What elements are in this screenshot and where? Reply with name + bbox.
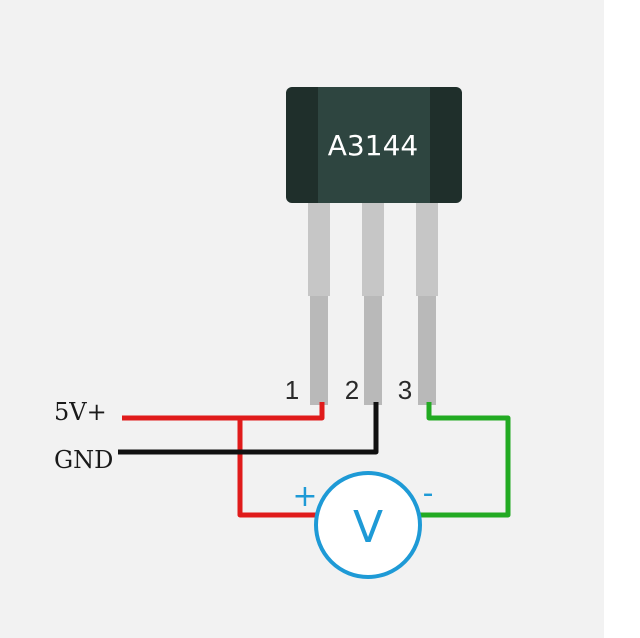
sensor-chip: A3144 <box>286 87 462 203</box>
wire-gnd <box>118 402 379 455</box>
voltmeter-minus-sign: - <box>423 476 434 511</box>
voltmeter-plus-sign: + <box>292 479 317 514</box>
pin-number-3: 3 <box>398 375 412 405</box>
pin-2-shoulder <box>362 200 384 296</box>
sensor-pins <box>308 200 438 405</box>
wires <box>118 402 511 518</box>
voltmeter: V + - <box>292 471 434 579</box>
chip-label: A3144 <box>328 129 418 162</box>
vcc-label: 5V+ <box>54 398 107 426</box>
chip-face <box>318 87 430 203</box>
wire-5v <box>122 402 325 421</box>
gnd-label: GND <box>54 446 113 474</box>
pin-1-shoulder <box>308 200 330 296</box>
pin-3-shoulder <box>416 200 438 296</box>
wire-output <box>420 402 511 518</box>
voltmeter-symbol: V <box>353 502 383 553</box>
pin-number-1: 1 <box>285 375 299 405</box>
pin-number-2: 2 <box>345 375 359 405</box>
voltmeter-ring <box>314 471 422 579</box>
